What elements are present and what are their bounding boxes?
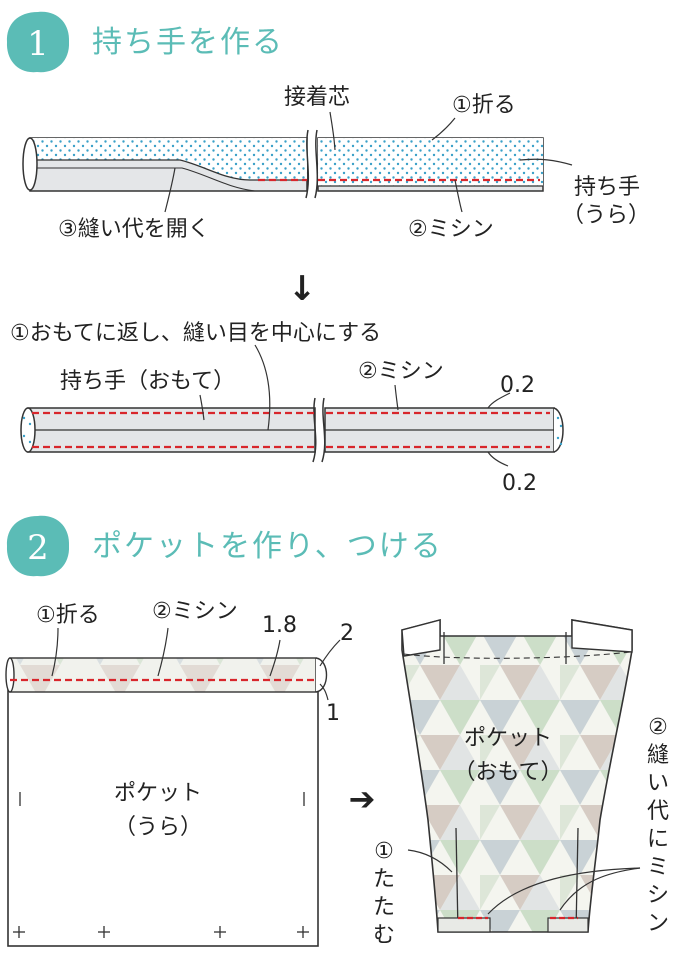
handle-front-illustration [20,344,564,467]
label-fold-1: ①折る [452,93,516,118]
label-open-seam: ③縫い代を開く [58,217,210,242]
label-handle-back-1: 持ち手 [574,175,640,200]
arrow-down: ↓ [288,269,317,309]
step2-number: 2 [27,528,49,568]
fold-char: む [373,923,395,948]
step2-header: 2 ポケットを作り、つける [6,515,443,577]
label-dim-1: 1 [326,701,340,726]
seam-sew-char: ミ [647,855,669,880]
label-seam-sew-vertical: ② 縫 い 代 に ミ シ ン [647,715,669,936]
step2-badge [6,515,70,577]
seam-sew-char: に [647,827,669,852]
step1-badge [6,11,70,73]
label-handle-back-2: （うら） [562,203,650,228]
pocket-front-illustration [401,618,641,933]
fold-char: ① [374,839,394,864]
fold-char: た [373,895,395,920]
label-pocket-front-2: （おもて） [453,760,562,785]
handle-back-illustration [22,111,573,213]
label-handle-front: 持ち手（おもて） [60,369,235,394]
label-sew-2: ②ミシン [358,359,444,384]
pocket-back-illustration [5,627,341,947]
step1-number: 1 [27,24,49,64]
label-interfacing: 接着芯 [284,85,350,110]
label-dim-2: 2 [340,621,354,646]
label-margin-top: 0.2 [500,373,535,398]
label-turn-out: ①おもてに返し、縫い目を中心にする [10,321,381,346]
step1-header: 1 持ち手を作る [6,11,284,73]
step1-title: 持ち手を作る [92,25,284,60]
label-dim-1-8: 1.8 [262,613,297,638]
label-fold-vertical: ① た た む [373,839,395,948]
arrow-right: ➔ [349,780,376,818]
label-pocket-back-2: （うら） [114,815,202,840]
seam-sew-char: シ [647,883,669,908]
label-margin-bottom: 0.2 [502,471,537,496]
label-sew-3: ②ミシン [152,599,238,624]
seam-sew-char: い [647,771,669,796]
label-pocket-front-1: ポケット [464,726,552,751]
seam-sew-char: 代 [647,799,669,824]
label-fold-2: ①折る [36,603,100,628]
seam-sew-char: ン [647,911,669,936]
label-pocket-back-1: ポケット [114,781,202,806]
seam-sew-char: 縫 [647,743,669,768]
step2-title: ポケットを作り、つける [92,529,443,564]
label-sew-1: ②ミシン [408,217,494,242]
fold-char: た [373,867,395,892]
seam-sew-char: ② [648,715,668,740]
